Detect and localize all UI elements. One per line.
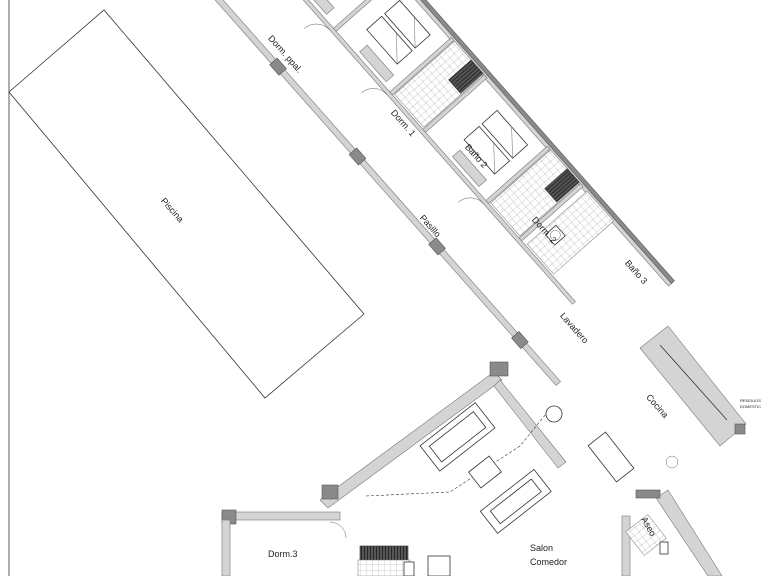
door-swing [329, 521, 347, 539]
shower-tray [448, 59, 484, 94]
door-swing [304, 23, 331, 31]
door-swing [361, 88, 388, 95]
sofa [479, 468, 552, 534]
twin-beds-dorm-2 [463, 109, 529, 175]
room-divider [518, 183, 584, 242]
wing-upper-wall [211, 0, 561, 386]
annotation-domestic: DOMESTIC [740, 404, 761, 409]
room-divider [485, 145, 551, 204]
bathroom-2-floor [394, 40, 485, 128]
room-label-cocina: Cocina [644, 392, 670, 420]
coffee-table [468, 455, 502, 489]
kitchen-table [587, 431, 635, 483]
twin-beds-dorm-1 [366, 0, 431, 65]
aseo-block [621, 489, 723, 576]
closet [293, 0, 335, 15]
bedroom-wing [211, 0, 675, 386]
column [489, 361, 509, 377]
room-label-dorm-3: Dorm.3 [268, 549, 298, 559]
column [348, 147, 367, 166]
laundry-floor [526, 190, 614, 275]
sofa [419, 402, 496, 472]
cooktop [665, 455, 679, 469]
annotation-residuos: RESIDUOS [740, 398, 761, 403]
exterior-wall [326, 0, 675, 284]
bathroom-floor [357, 559, 411, 576]
shower-tray [544, 168, 580, 203]
room-label-salon: Salon [530, 543, 553, 553]
dorm-3-block [221, 509, 451, 576]
hallway-wall [280, 0, 576, 305]
wall-segment [635, 489, 661, 499]
living-dining [319, 361, 567, 534]
closet [452, 149, 487, 188]
column [511, 331, 529, 349]
toilet [659, 541, 669, 555]
column [734, 423, 746, 435]
room-label-bano-3: Baño 3 [623, 258, 649, 286]
closet [359, 44, 395, 83]
stair-block [359, 545, 409, 561]
column-round [545, 405, 563, 423]
wing-lower-wall [323, 0, 674, 287]
room-divider [422, 74, 488, 133]
room-divider [333, 0, 398, 32]
kitchen [587, 325, 747, 483]
column [321, 484, 339, 500]
pool [8, 9, 365, 399]
column [269, 57, 287, 76]
washer [544, 224, 566, 246]
door-swing [458, 197, 484, 205]
room-label-piscina: Piscina [159, 196, 186, 224]
bathroom-3-floor [490, 149, 581, 237]
room-label-lavadero: Lavadero [558, 311, 590, 346]
column [428, 237, 446, 256]
room-divider [389, 37, 455, 96]
room-label-comedor: Comedor [530, 557, 567, 567]
